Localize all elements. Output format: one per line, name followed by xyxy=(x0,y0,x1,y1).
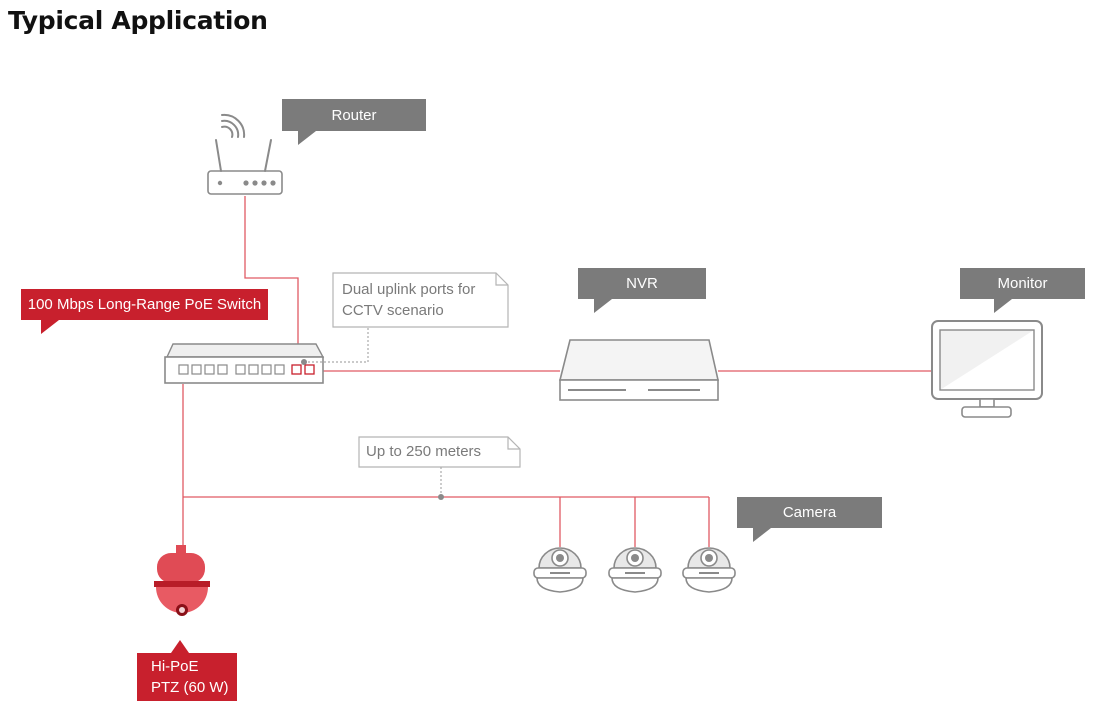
poe-switch-icon xyxy=(164,343,325,384)
distance-marker xyxy=(438,494,444,500)
page-title: Typical Application xyxy=(8,6,268,35)
uplink-note-line1: Dual uplink ports for xyxy=(342,281,476,298)
note-boxes xyxy=(332,272,521,468)
uplink-note-line2: CCTV scenario xyxy=(342,302,444,319)
label-tails xyxy=(41,131,1012,653)
ptz-label-line2: PTZ (60 W) xyxy=(151,679,229,696)
uplink-note: Dual uplink ports for CCTV scenario xyxy=(342,279,502,321)
dome-camera-1-icon xyxy=(533,547,587,593)
nvr-label: NVR xyxy=(578,268,706,299)
monitor-label: Monitor xyxy=(960,268,1085,299)
ptz-camera-icon xyxy=(154,545,210,616)
uplink-marker xyxy=(301,359,307,365)
connection-lines xyxy=(182,196,932,547)
uplink-note-connector xyxy=(304,328,369,363)
poe-switch-label: 100 Mbps Long-Range PoE Switch xyxy=(21,289,268,320)
router-icon xyxy=(207,113,283,195)
monitor-icon xyxy=(931,320,1043,418)
ptz-label-line1: Hi-PoE xyxy=(151,658,199,675)
distance-note: Up to 250 meters xyxy=(366,443,482,460)
router-switch-link xyxy=(244,196,299,369)
router-label: Router xyxy=(282,99,426,131)
camera-label: Camera xyxy=(737,497,882,528)
nvr-icon xyxy=(558,339,719,401)
dome-camera-2-icon xyxy=(608,547,662,593)
dome-camera-3-icon xyxy=(682,547,736,593)
ptz-label: Hi-PoE PTZ (60 W) xyxy=(137,653,237,701)
